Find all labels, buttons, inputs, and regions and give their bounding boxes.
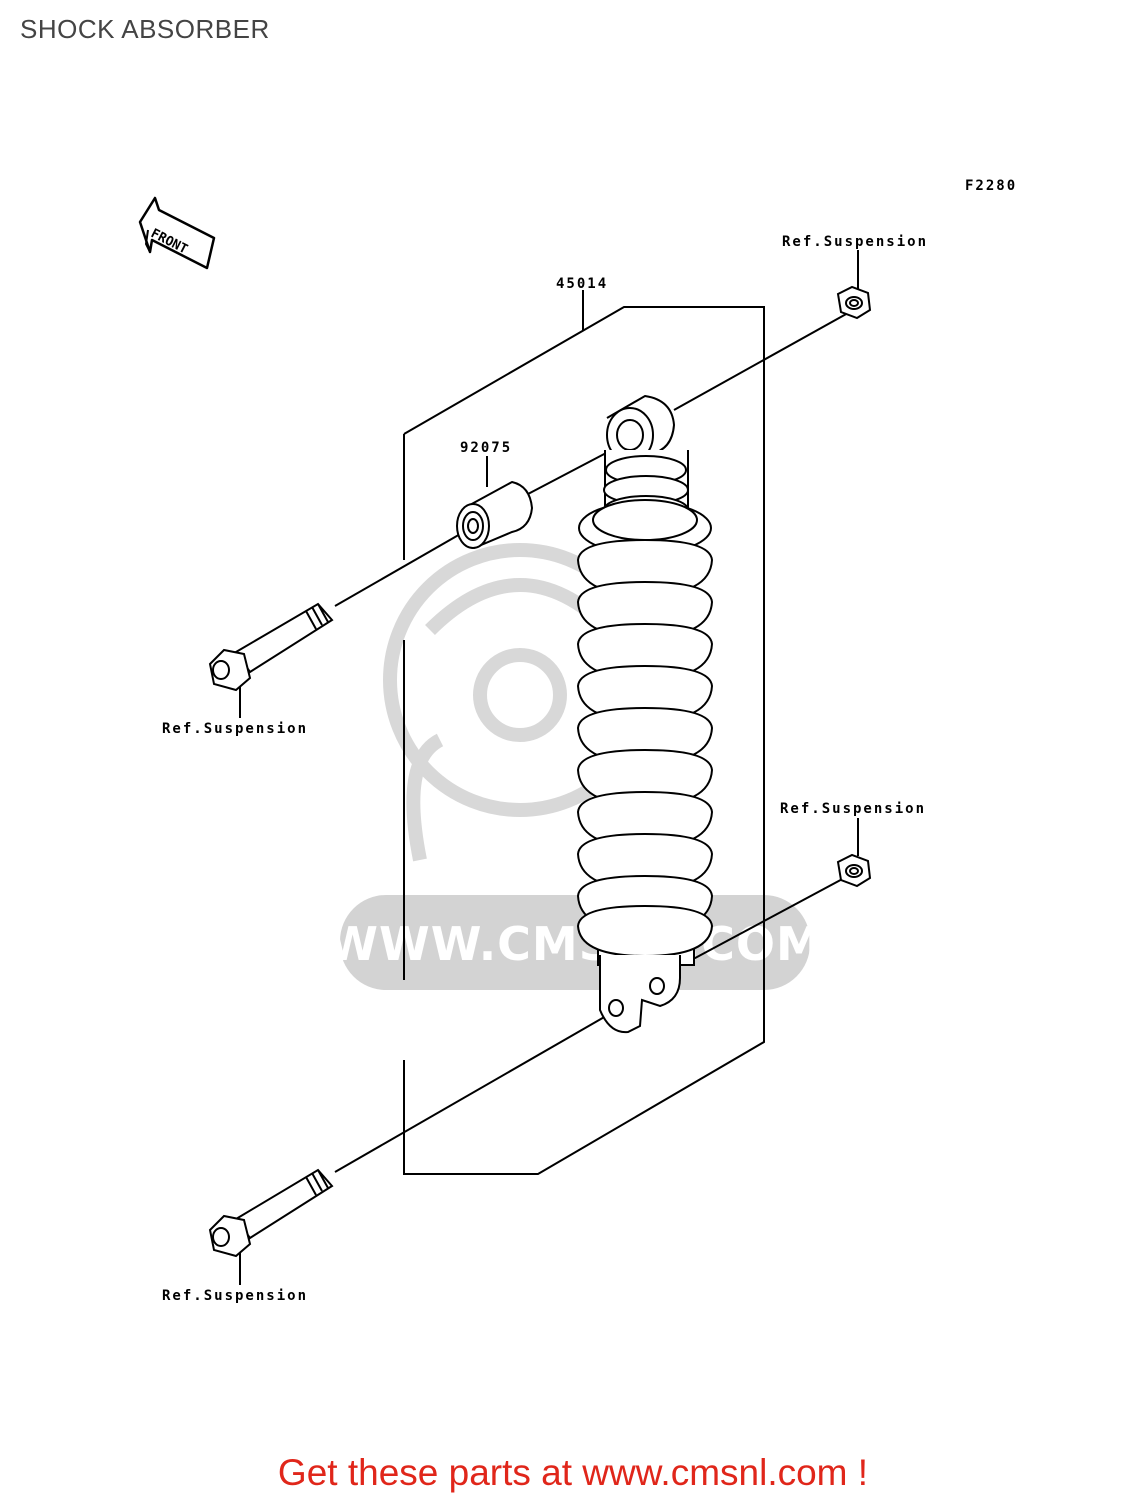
figure-code: F2280 [965, 178, 1017, 194]
bolt-lower-icon [208, 1168, 334, 1258]
shock-absorber-icon [576, 394, 714, 1034]
label-collar: 92075 [460, 440, 512, 456]
leader-lines [239, 250, 859, 1285]
cta-link[interactable]: Get these parts at www.cmsnl.com ! [277, 1452, 869, 1493]
bolt-upper-icon [208, 602, 334, 692]
label-assembly: 45014 [556, 276, 608, 292]
label-ref-upper-left: Ref.Suspension [162, 721, 308, 737]
collar-icon [456, 480, 534, 549]
watermark-text: WWW.CMSNL.COM [327, 917, 823, 971]
nut-bottom-icon [836, 853, 872, 888]
page-title: SHOCK ABSORBER [20, 14, 270, 44]
assembly-bracket [403, 290, 765, 1175]
front-arrow-icon: FRONT [138, 196, 216, 270]
watermark: WWW.CMSNL.COM [327, 543, 823, 990]
label-ref-bottom-left: Ref.Suspension [162, 1288, 308, 1304]
parts-diagram: WWW.CMSNL.COM F2280 FRONT 45014 92075 [138, 178, 1017, 1304]
label-ref-top-right: Ref.Suspension [782, 234, 928, 250]
nut-top-icon [836, 285, 872, 320]
label-ref-mid-right: Ref.Suspension [780, 801, 926, 817]
